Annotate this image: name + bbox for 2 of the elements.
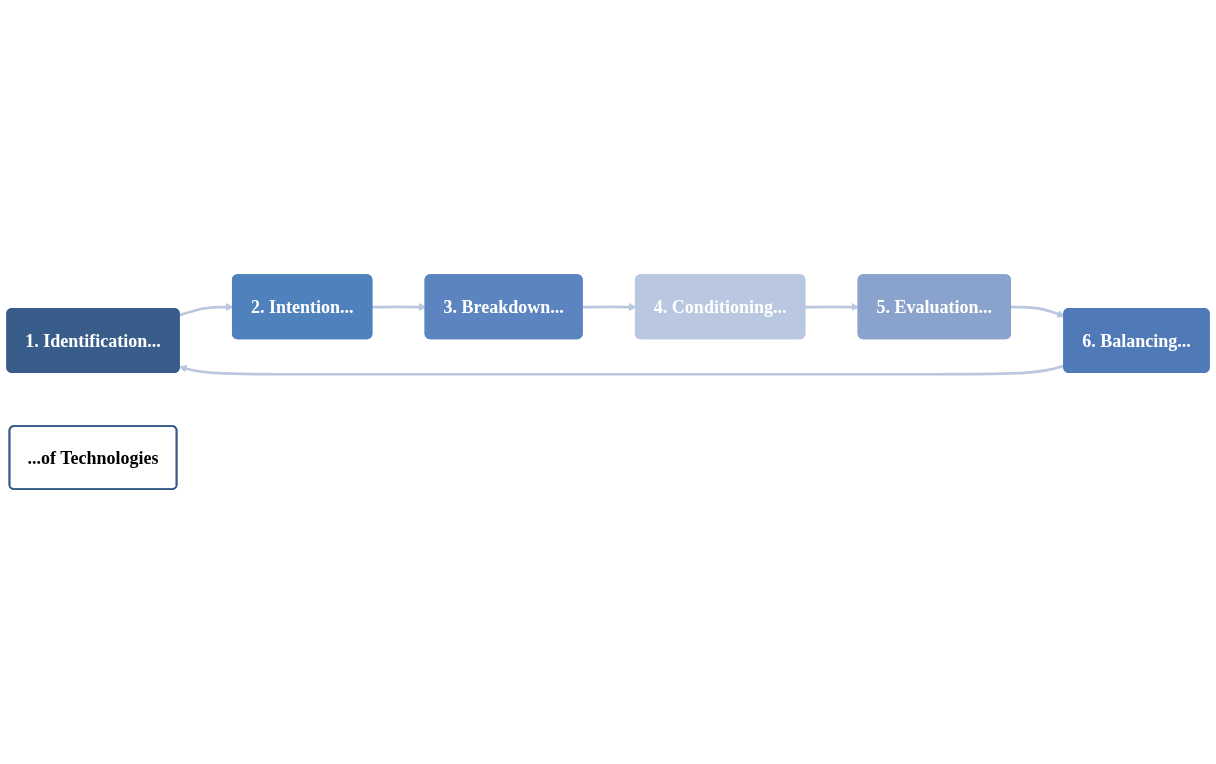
arrow <box>1010 305 1065 318</box>
arrow <box>178 364 1065 376</box>
